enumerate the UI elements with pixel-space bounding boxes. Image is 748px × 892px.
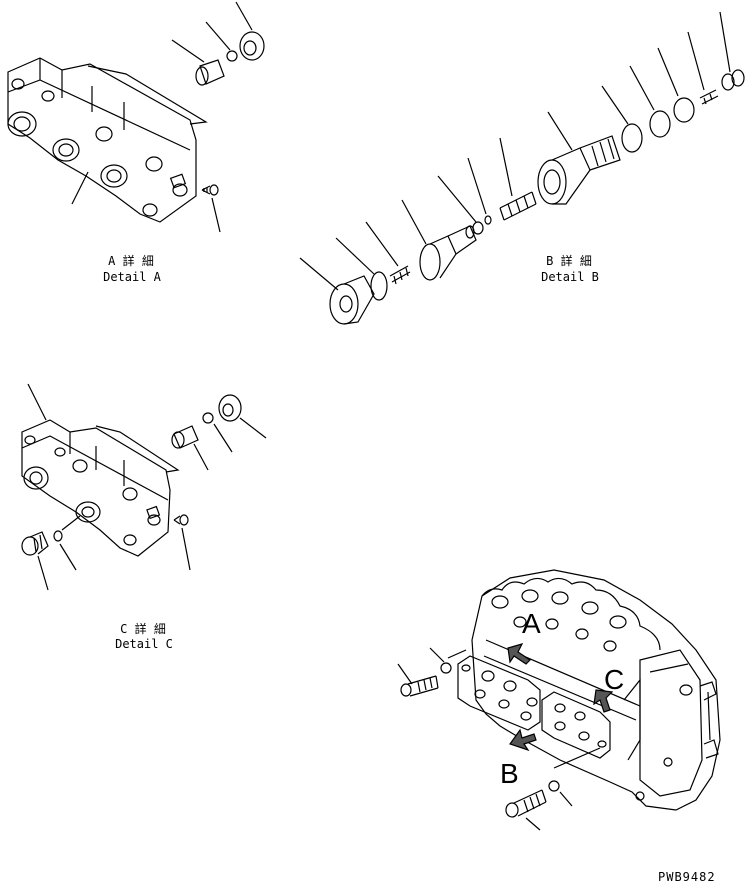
arrow-a-icon [508, 644, 530, 664]
detail-b-o-ring [371, 272, 387, 300]
arrow-c-icon [594, 690, 612, 712]
detail-c-plug [172, 395, 241, 448]
detail-b-title-en: Detail B [541, 270, 599, 284]
detail-c-title-jp: C 詳 細 [120, 622, 166, 636]
callout-b: B [500, 758, 519, 789]
port-icon [8, 112, 36, 136]
washer-lower [549, 781, 559, 791]
detail-a-valve-block [8, 58, 196, 222]
bolt-upper [401, 676, 438, 696]
detail-b-ring-1 [622, 124, 642, 152]
bolt-lower [506, 790, 546, 817]
detail-a-assembly [8, 2, 264, 232]
callout-c: C [604, 664, 625, 695]
detail-a-plug [196, 32, 264, 85]
detail-b-title-jp: B 詳 細 [546, 254, 592, 268]
main-control-valve [398, 570, 720, 830]
detail-a-title-en: Detail A [103, 270, 161, 284]
detail-b-spool [420, 226, 476, 280]
detail-a-screw [202, 185, 218, 195]
main-block-a [458, 656, 540, 730]
detail-b-spring-large [500, 192, 536, 220]
callout-a: A [522, 608, 541, 639]
main-block-b [542, 692, 610, 758]
arrow-b-icon [510, 730, 536, 750]
detail-b-ring-3 [674, 98, 694, 122]
detail-b-small-spring-end [700, 90, 718, 104]
detail-c-lower-plug [22, 532, 48, 555]
washer-upper [441, 663, 451, 673]
detail-c-valve-block [22, 420, 170, 556]
detail-a-title-jp: A 詳 細 [108, 254, 154, 268]
detail-c-title-en: Detail C [115, 637, 173, 651]
drawing-code: PWB9482 [658, 870, 716, 884]
detail-b-assembly [300, 12, 744, 324]
detail-b-ring-2 [650, 111, 670, 137]
detail-b-spring-small [390, 266, 410, 284]
detail-b-end-screw [722, 70, 744, 90]
detail-b-sleeve [538, 136, 620, 204]
detail-c-assembly [22, 384, 266, 590]
detail-b-plug [330, 276, 374, 324]
